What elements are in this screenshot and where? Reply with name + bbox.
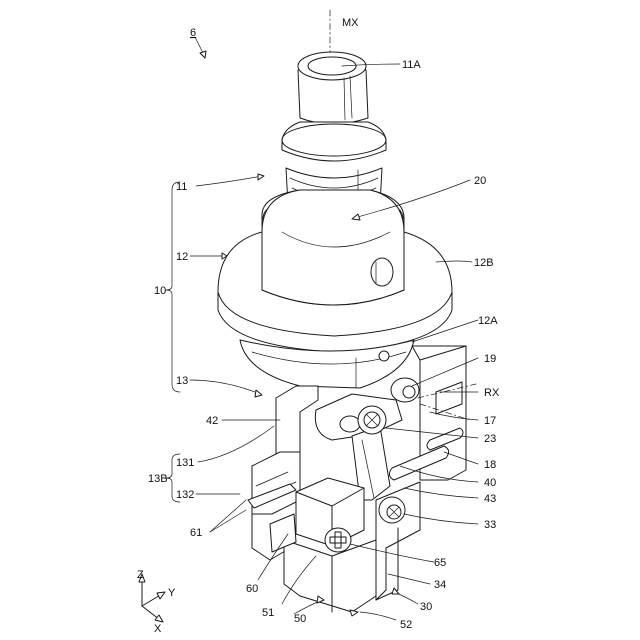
label-132: 132 [176,489,194,501]
axis-label-x: X [154,623,162,635]
brace-10 [166,182,180,392]
label-12: 12 [176,251,188,263]
label-43: 43 [484,493,496,505]
label-40: 40 [484,477,496,489]
label-figure-ref: 6 [190,27,196,39]
label-12A: 12A [478,315,498,327]
label-13: 13 [176,375,188,387]
label-52: 52 [400,619,412,631]
label-19: 19 [484,353,496,365]
label-MX: MX [342,17,359,29]
pivot-pin [391,378,419,402]
label-10: 10 [154,285,166,297]
label-18: 18 [484,459,496,471]
nozzle-tip [298,52,368,124]
label-17: 17 [484,415,496,427]
label-131: 131 [176,457,194,469]
screw-17 [358,406,386,434]
label-60: 60 [246,583,258,595]
label-12B: 12B [474,257,494,269]
axis-label-z: Z [137,569,144,581]
screw-43 [379,497,405,523]
label-50: 50 [294,613,306,625]
label-51: 51 [262,607,274,619]
axis-label-y: Y [168,587,176,599]
label-65: 65 [434,557,446,569]
label-20: 20 [474,175,486,187]
label-23: 23 [484,433,496,445]
screw-65 [325,528,351,552]
flange [218,190,452,352]
label-11A: 11A [402,59,421,71]
label-61: 61 [190,527,202,539]
label-34: 34 [434,579,446,591]
label-33: 33 [484,519,496,531]
label-11: 11 [176,181,187,193]
label-13B: 13B [148,473,168,485]
coordinate-axes [139,574,165,622]
label-RX: RX [484,387,500,399]
label-42: 42 [206,415,218,427]
label-30: 30 [420,601,432,613]
